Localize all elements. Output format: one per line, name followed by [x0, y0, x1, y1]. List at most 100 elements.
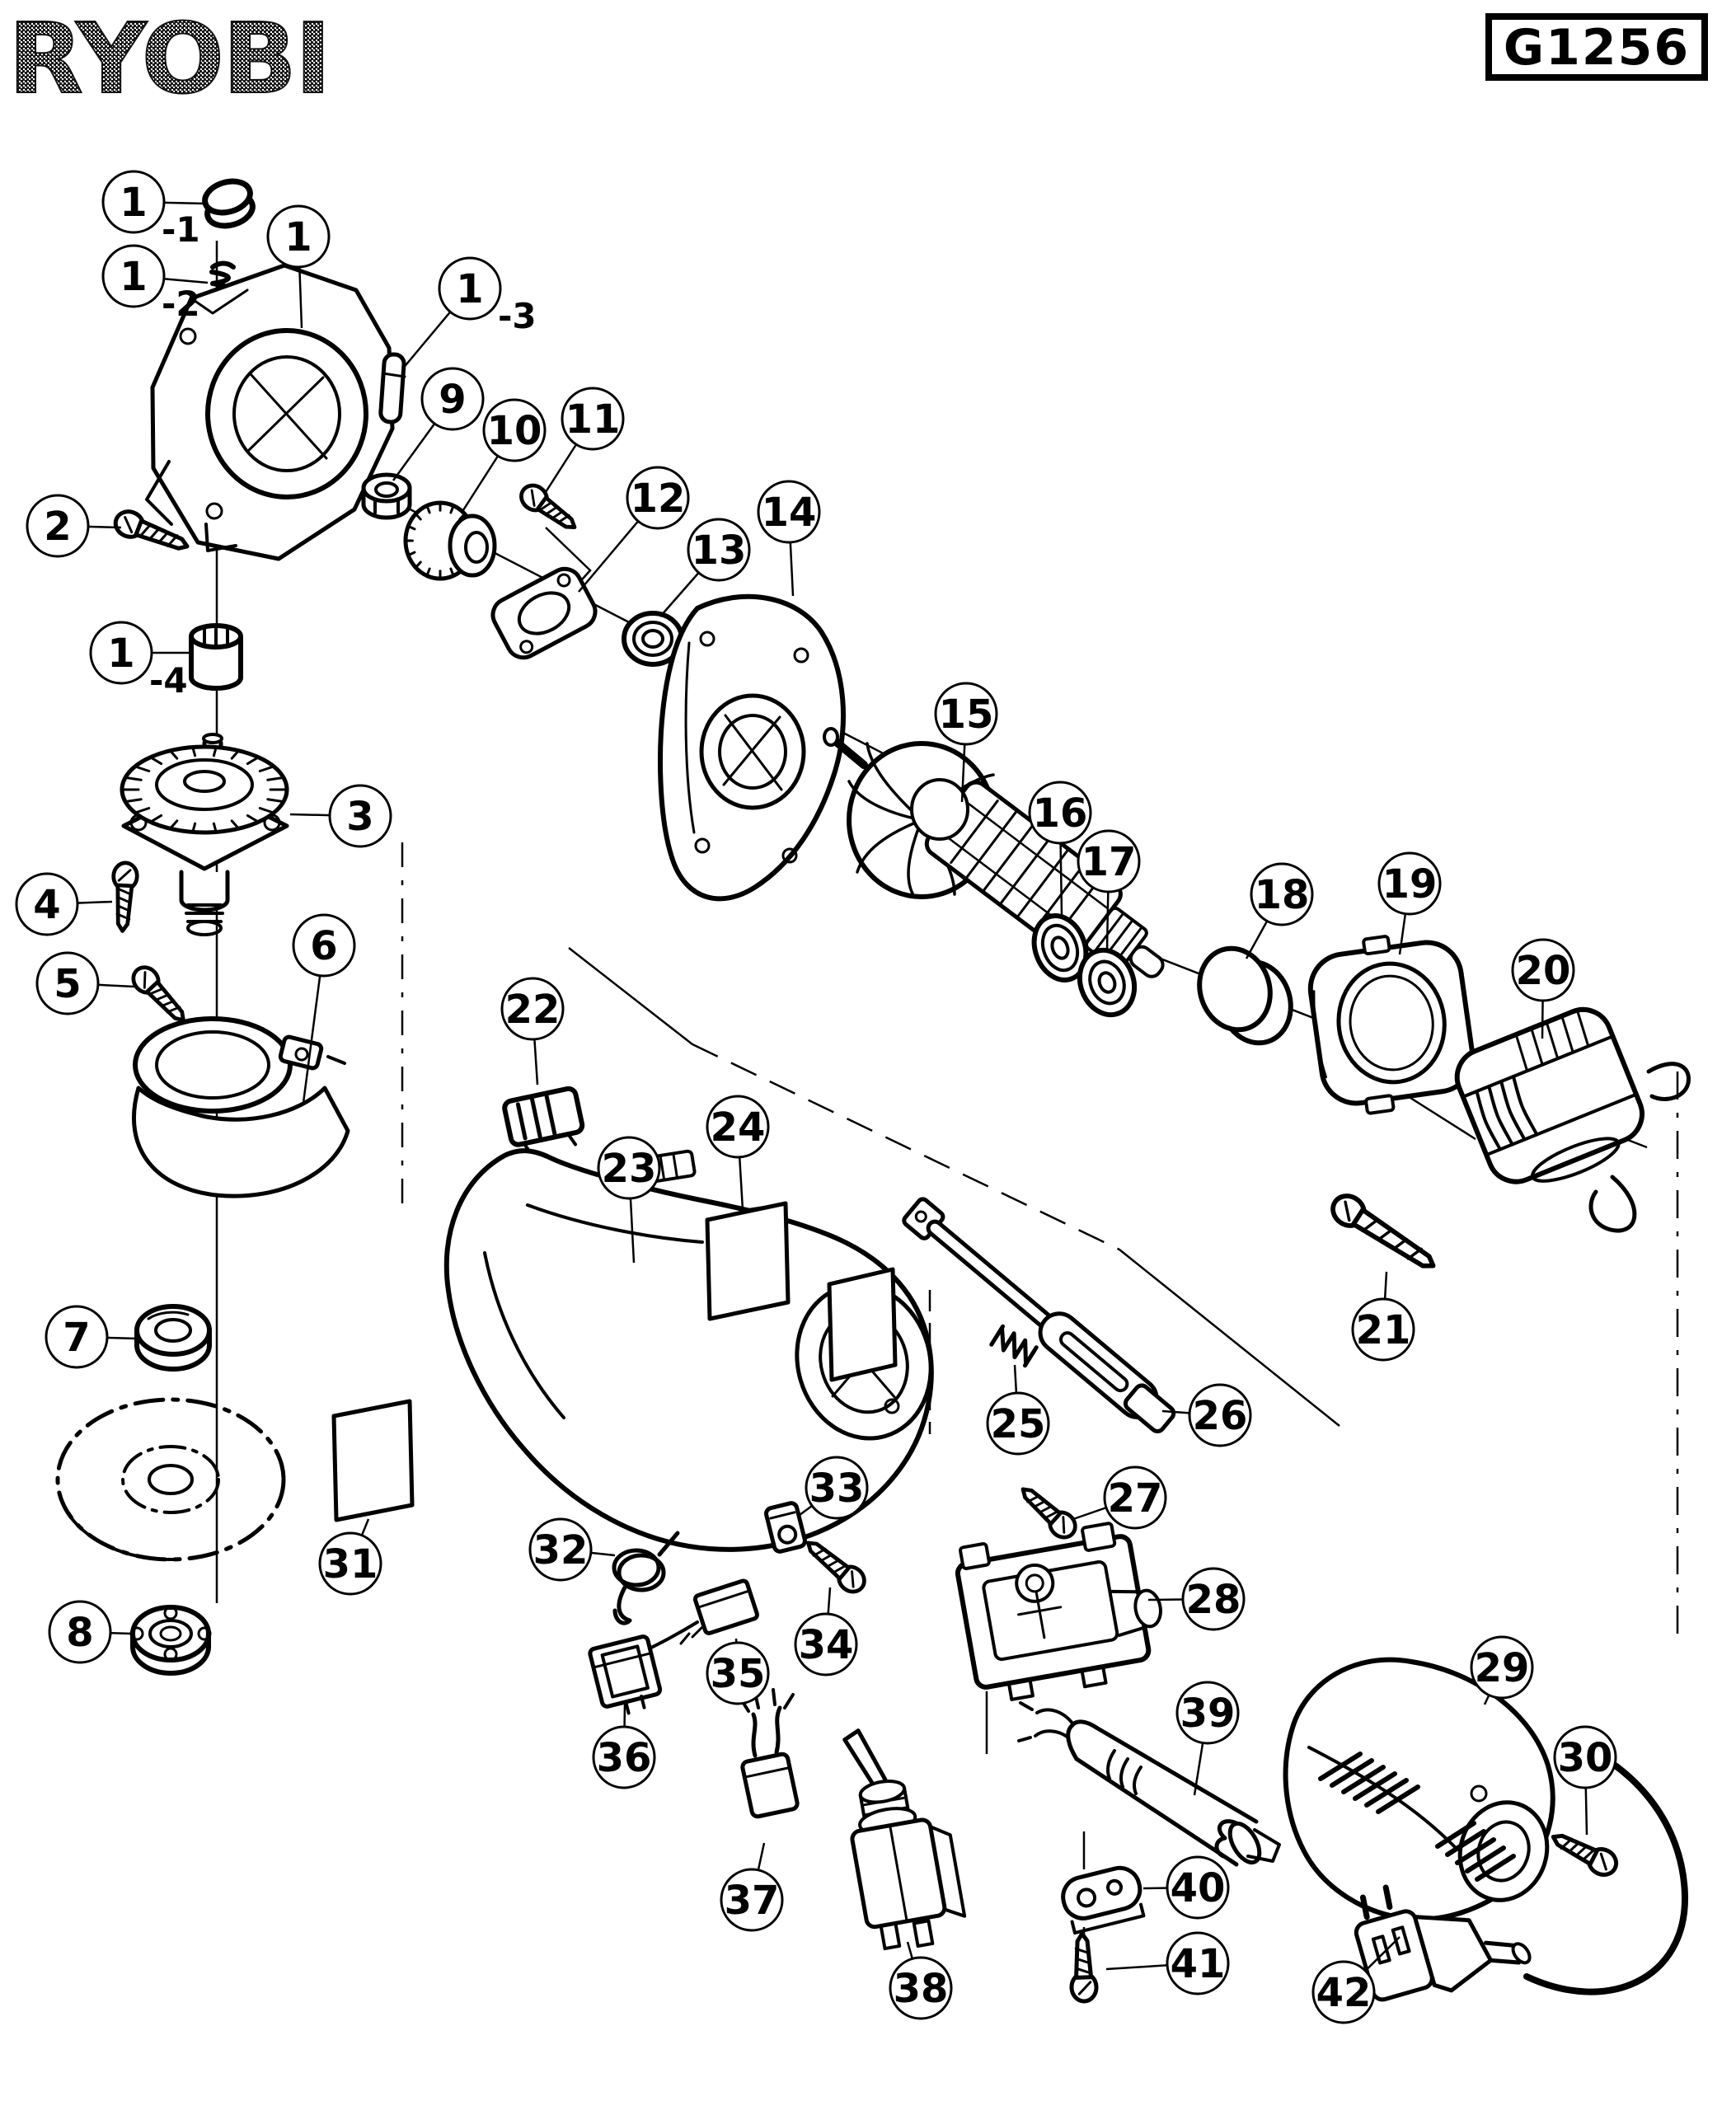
balloon-number: 34	[799, 1622, 854, 1668]
balloon-circle	[1250, 862, 1314, 926]
part-shape	[692, 1578, 759, 1635]
part-shape	[914, 1210, 927, 1223]
callout-33: 33	[799, 1456, 869, 1520]
part-switch-slider	[502, 1086, 585, 1157]
balloon-circle	[89, 621, 153, 685]
balloon-circle	[592, 1725, 656, 1789]
part-shape	[1362, 1218, 1379, 1231]
balloon-circle	[420, 367, 485, 431]
part-shape	[879, 1921, 902, 1951]
part-shape	[556, 573, 571, 588]
part-shape	[1074, 1931, 1094, 1980]
balloon-circle	[1077, 829, 1141, 893]
balloon-circle	[1377, 851, 1442, 916]
balloon-circle	[292, 913, 356, 978]
part-shape	[130, 1605, 211, 1662]
balloon-number: 8	[66, 1610, 93, 1656]
part-shape	[1081, 1522, 1117, 1552]
balloon-circle	[15, 872, 79, 936]
part-shape	[120, 746, 289, 833]
balloon-number: 33	[809, 1465, 865, 1512]
callout-32: 32	[528, 1517, 616, 1582]
balloon-circle	[101, 244, 166, 308]
part-screw	[1551, 1833, 1619, 1877]
part-shape	[148, 987, 164, 996]
balloon-circle	[561, 387, 625, 451]
balloon-circle	[1103, 1465, 1167, 1530]
part-shape	[490, 566, 598, 660]
part-shape	[556, 514, 570, 524]
callout-20: 20	[1511, 938, 1575, 1039]
part-shape	[179, 327, 197, 345]
balloon-circle	[482, 398, 547, 462]
part-shape	[124, 516, 134, 534]
balloon-circle	[1166, 1931, 1230, 1995]
part-shape	[1454, 1006, 1645, 1184]
balloon-circle	[1511, 938, 1575, 1002]
part-shape	[743, 1766, 791, 1779]
part-shape	[612, 1548, 661, 1587]
balloon-number: 11	[565, 396, 621, 443]
balloon-number: 40	[1171, 1865, 1226, 1911]
part-spindle-gear-assembly	[120, 733, 289, 936]
callout-22: 22	[500, 977, 565, 1086]
part-spring-washer	[1031, 913, 1089, 982]
callout-1-3: 1-3	[401, 256, 537, 370]
part-brush-cap	[764, 1501, 807, 1554]
part-screw	[113, 509, 190, 551]
part-shape	[1110, 1589, 1147, 1638]
part-shape	[1514, 1008, 1590, 1072]
part-shape	[155, 1030, 270, 1100]
part-shape	[443, 1148, 934, 1552]
balloon-number: 10	[487, 408, 542, 454]
part-shape	[205, 502, 223, 520]
part-shape	[1582, 1849, 1595, 1861]
part-screw	[111, 861, 139, 933]
part-switch-housing	[955, 1522, 1162, 1701]
part-shape	[694, 837, 711, 854]
callout-1: 1	[266, 204, 331, 329]
balloon-circle	[805, 1456, 869, 1520]
part-shape	[1646, 1062, 1691, 1101]
balloon-circle	[318, 1531, 382, 1596]
callout-8: 8	[48, 1600, 133, 1664]
part-shape	[551, 509, 565, 520]
part-side-handle	[902, 1197, 1176, 1433]
balloon-number: 4	[33, 882, 60, 928]
callout-42: 42	[1311, 1936, 1401, 2024]
part-shape	[777, 1524, 798, 1545]
part-outer-flange-nut	[129, 1605, 212, 1676]
callout-7: 7	[45, 1305, 138, 1369]
part-shape	[1017, 1592, 1063, 1639]
part-shape	[592, 1652, 653, 1669]
part-shape	[684, 641, 696, 834]
callout-39: 39	[1175, 1681, 1240, 1796]
part-shape	[950, 800, 1102, 941]
part-shape	[884, 1398, 900, 1414]
callout-18: 18	[1245, 862, 1314, 959]
balloon-number: 6	[310, 923, 337, 969]
part-wheel-guard	[132, 1016, 350, 1198]
part-shape	[1476, 1820, 1531, 1883]
part-shape	[294, 1047, 309, 1062]
balloon-number: 1	[456, 266, 483, 312]
callout-40: 40	[1142, 1855, 1230, 1920]
callout-16: 16	[1028, 781, 1092, 916]
callout-21: 21	[1351, 1271, 1415, 1362]
part-grinding-wheel	[55, 1397, 286, 1562]
part-shape	[1069, 1931, 1099, 2004]
balloon-circle	[794, 1612, 858, 1677]
part-shape	[374, 481, 399, 498]
part-shape	[1038, 1505, 1053, 1514]
balloon-sub-number: -2	[162, 284, 200, 324]
part-bearing-cover	[1307, 935, 1476, 1115]
part-shape	[1531, 1137, 1621, 1183]
part-shape	[696, 1589, 751, 1609]
part-shape	[167, 534, 179, 547]
part-shape	[740, 1752, 800, 1819]
part-shape	[1128, 945, 1165, 978]
balloon-number: 28	[1186, 1577, 1241, 1623]
part-shape	[378, 352, 406, 424]
part-shape	[1351, 1207, 1436, 1269]
balloon-number: 7	[63, 1315, 90, 1361]
